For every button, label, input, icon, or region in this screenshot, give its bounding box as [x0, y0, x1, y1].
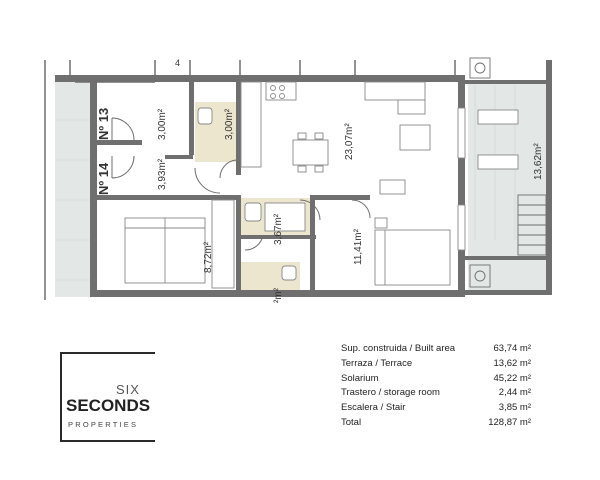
window-strip [457, 107, 466, 159]
area-value: 3,85 m² [498, 402, 531, 414]
unit-label-13: Nº 13 [96, 108, 111, 140]
area-partial: ²m² [273, 287, 284, 303]
area-row-total: Total 128,87 m² [341, 416, 531, 431]
area-terrace: 13,62m² [533, 143, 544, 180]
area-value: 13,62 m² [493, 357, 532, 369]
left-terrace [55, 82, 95, 297]
lounger-1 [477, 109, 519, 125]
area-label: Sup. construida / Built area [341, 343, 456, 354]
area-row-storage: Trastero / storage room 2,44 m² [341, 386, 531, 401]
area-label: Total [341, 416, 362, 428]
area-value: 45,22 m² [493, 372, 532, 384]
area-summary-table: Sup. construida / Built area 63,74 m² Te… [341, 342, 531, 431]
area-row-stair: Escalera / Stair 3,85 m² [341, 401, 531, 416]
area-label: Terraza / Terrace [341, 357, 413, 369]
area-value: 63,74 m² [493, 343, 532, 354]
area-row-terrace: Terraza / Terrace 13,62 m² [341, 357, 531, 372]
area-bathroom: 3,67m² [273, 213, 284, 245]
small-basin [281, 265, 297, 281]
area-storage-14: 3,93m² [157, 158, 168, 190]
bath-basin [244, 202, 262, 222]
unit-label-14: Nº 14 [96, 162, 111, 195]
logo-properties: PROPERTIES [68, 420, 139, 429]
area-wc-top: 3,00m² [224, 108, 235, 140]
area-label: Trastero / storage room [341, 387, 440, 399]
logo-seconds: SECONDS [66, 396, 151, 415]
area-living: 23,07m² [344, 123, 355, 160]
area-row-built: Sup. construida / Built area 63,74 m² [341, 342, 531, 357]
kitchen-counter [240, 81, 262, 168]
area-row-solarium: Solarium 45,22 m² [341, 372, 531, 387]
nightstand [374, 217, 388, 229]
walls [55, 60, 552, 297]
bath-shower [264, 202, 306, 232]
window-strip-2 [457, 204, 466, 251]
sofa [364, 81, 426, 101]
stair-mark: 4 [175, 58, 180, 68]
armchair [379, 179, 406, 195]
upper-edge [44, 60, 456, 300]
area-label: Escalera / Stair [341, 402, 406, 414]
lounger-2 [477, 154, 519, 170]
wc-top-basin [197, 107, 213, 125]
floor-plan: Nº 13 Nº 14 4 3,00m² 3,00m² 3,93m² 23,07… [44, 57, 552, 303]
area-bedroom-right: 11,41m² [353, 228, 364, 265]
dining-table [292, 139, 329, 166]
area-storage-13: 3,00m² [157, 108, 168, 140]
area-bedroom-left: 8,72m² [203, 241, 214, 273]
bed-right [374, 229, 451, 286]
logo-frame [60, 352, 155, 442]
area-label: Solarium [341, 372, 379, 384]
doors [111, 117, 371, 251]
logo-six: SIX [116, 382, 140, 397]
stair [469, 57, 547, 288]
wardrobe-left [211, 199, 235, 289]
coffee-table [399, 124, 431, 151]
furniture [124, 81, 519, 289]
area-value: 2,44 m² [498, 387, 531, 399]
area-value: 128,87 m² [488, 416, 531, 428]
